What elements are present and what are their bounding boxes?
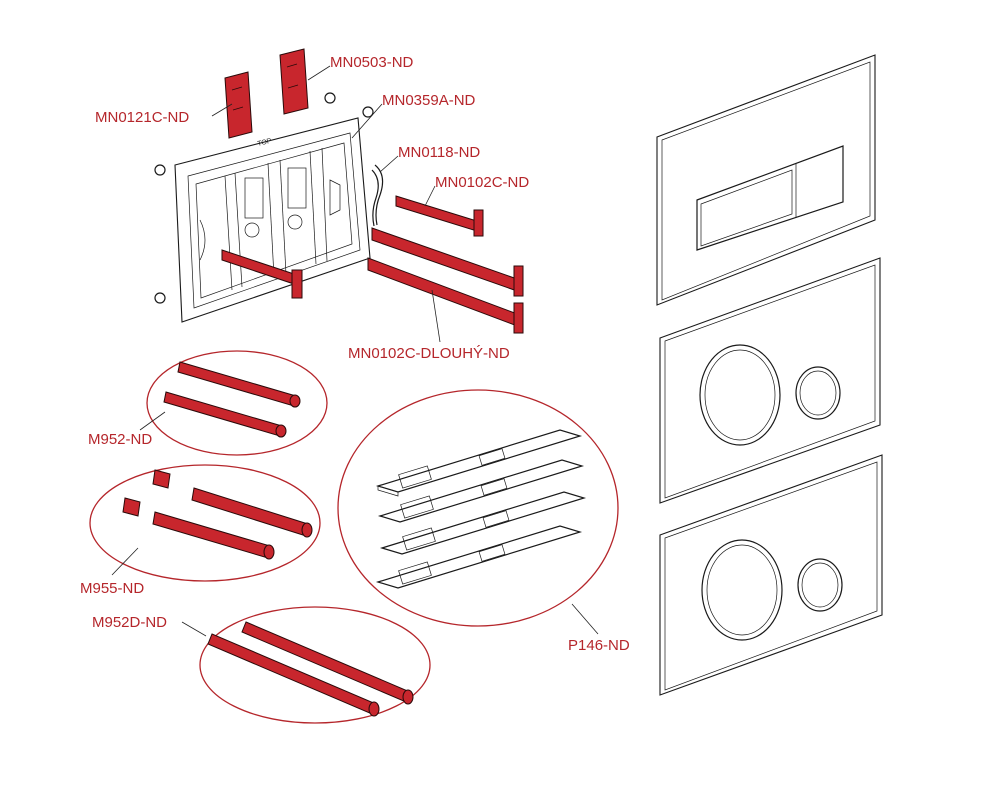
label-mn0359a: MN0359A-ND — [382, 92, 476, 109]
frame-top-marking: TOP — [257, 138, 273, 148]
label-mn0102c: MN0102C-ND — [435, 174, 529, 191]
group-ring-p146 — [337, 389, 619, 627]
group-ring-m952d — [199, 606, 431, 724]
label-mn0121c: MN0121C-ND — [95, 109, 189, 126]
label-mn0102c-long: MN0102C-DLOUHÝ-ND — [348, 345, 510, 362]
rod-mn0102c-medium — [371, 227, 524, 297]
rods-m955 — [122, 469, 313, 560]
label-m952: M952-ND — [88, 431, 152, 448]
clip-mn0121c — [224, 71, 253, 139]
label-mn0503: MN0503-ND — [330, 54, 414, 71]
label-m955: M955-ND — [80, 580, 144, 597]
rod-mn0102c-short — [395, 195, 484, 237]
label-mn0118: MN0118-ND — [398, 144, 480, 161]
flush-plate-round-buttons-2 — [659, 454, 883, 696]
clip-mn0503 — [279, 48, 309, 115]
wire-clip-mn0118 — [374, 164, 384, 226]
rod-mn0102c-long — [367, 257, 524, 334]
label-p146: P146-ND — [568, 637, 630, 654]
mounting-frame: TOP — [154, 92, 374, 323]
rod-frame — [221, 249, 303, 299]
templates-p146 — [375, 429, 587, 589]
flush-plate-rectangular-buttons — [656, 54, 876, 306]
rods-m952d — [207, 621, 414, 717]
label-m952d: M952D-ND — [92, 614, 167, 631]
rods-m952 — [163, 361, 301, 438]
group-ring-m952 — [146, 350, 328, 456]
flush-plate-round-buttons-1 — [659, 257, 881, 504]
group-ring-m955 — [89, 464, 321, 582]
